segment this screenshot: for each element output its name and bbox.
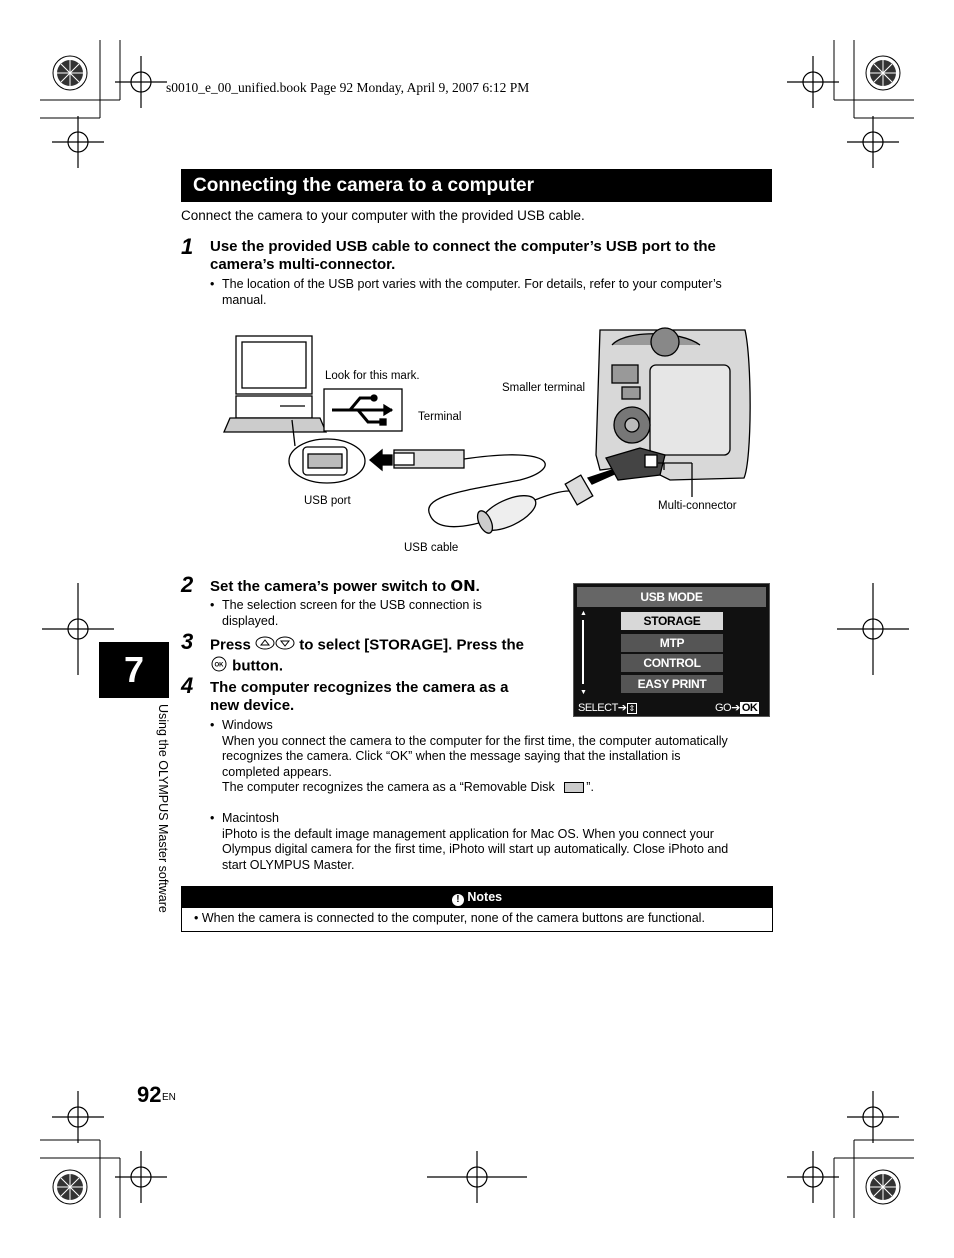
arrow-right-icon: ➔ [617,702,627,714]
label-usb-cable: USB cable [404,542,459,554]
svg-text:OK: OK [215,663,225,669]
step-4-number: 4 [181,673,194,698]
mac-bullet: • Macintosh iPhoto is the default image … [210,811,729,872]
scroll-indicator: ▲ ▼ [580,610,587,696]
monitor-icon [235,335,313,395]
step-3-text: Press to select [STORAGE]. Press the OK … [210,635,560,677]
usb-mode-screen: USB MODE ▲ ▼ STORAGE MTP CONTROL EASY PR… [573,583,770,717]
notes-body: • When the camera is connected to the co… [181,908,773,932]
chapter-side-text: Using the OLYMPUS Master software [156,704,170,913]
label-smaller-terminal: Smaller terminal [502,382,586,394]
usb-mode-title: USB MODE [577,587,766,607]
section-title: Connecting the camera to a computer [181,169,772,202]
keyboard-icon [223,417,327,433]
arrow-left-icon [368,448,383,472]
chapter-tab: 7 [99,642,169,698]
warning-icon: ! [451,894,464,906]
mini-plug-icon [564,474,594,506]
arrow-up-down-buttons-icon [255,635,295,656]
book-meta: s0010_e_00_unified.book Page 92 Monday, … [166,80,530,95]
label-multi-connector: Multi-connector [658,500,737,512]
windows-bullet: • Windows When you connect the camera to… [210,718,728,794]
step-2-text: Set the camera’s power switch to ON. [210,577,480,595]
on-label: ON [450,577,476,595]
page-language: EN [162,1092,176,1103]
up-down-key-icon: ⇕ [626,703,637,714]
step-1-bullet: • The location of the USB port varies wi… [210,277,722,307]
usb-option-storage[interactable]: STORAGE [621,612,723,630]
step-1-number: 1 [181,234,194,259]
intro-text: Connect the camera to your computer with… [181,208,585,223]
arrow-right-icon: ➔ [731,702,740,714]
ok-button-icon: OK [210,656,228,677]
usb-option-mtp[interactable]: MTP [621,634,723,652]
pc-base-icon [235,395,313,419]
step-2-number: 2 [181,572,194,597]
label-terminal: Terminal [418,411,462,423]
removable-disk-icon [564,782,585,794]
go-hint: GO➔OK [715,702,760,714]
select-hint: SELECT➔⇕ [578,702,637,714]
step-1-text: Use the provided USB cable to connect th… [210,238,716,273]
page-number: 92 [137,1082,162,1107]
notes-header: ! Notes [181,886,773,908]
ok-key-icon: OK [739,702,760,714]
label-usb-port: USB port [304,495,351,507]
step-2-bullet: • The selection screen for the USB conne… [210,598,482,628]
step-3-number: 3 [181,629,194,654]
usb-option-easy-print[interactable]: EASY PRINT [621,675,723,693]
usb-option-control[interactable]: CONTROL [621,654,723,672]
step-4-text: The computer recognizes the camera as a … [210,679,509,714]
notes-item: When the camera is connected to the comp… [201,911,705,925]
usb-cable [428,454,576,528]
label-look-for-mark: Look for this mark. [325,370,420,382]
